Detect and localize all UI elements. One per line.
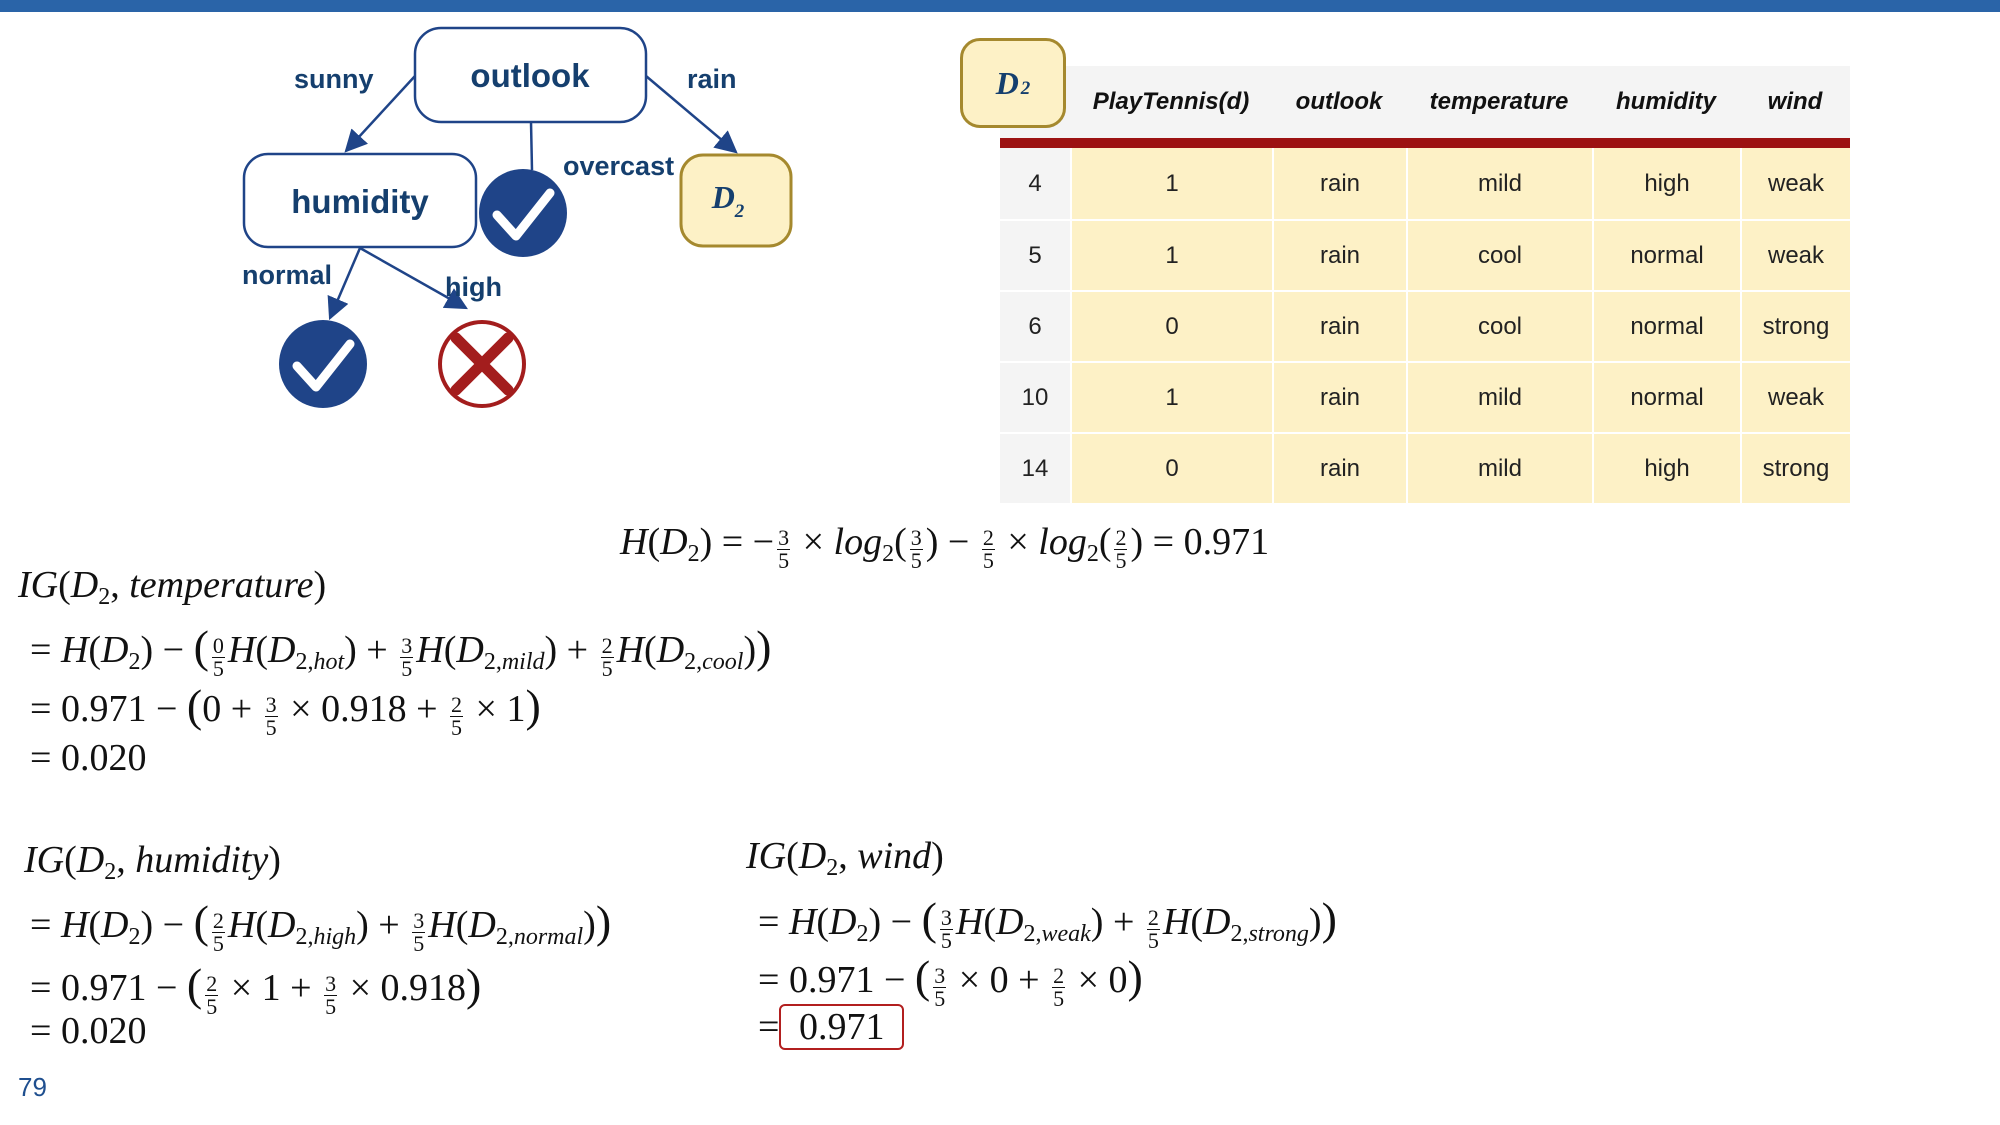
table-cell: strong bbox=[1740, 432, 1850, 503]
node-d2 bbox=[679, 153, 793, 248]
edge-label-overcast: overcast bbox=[563, 151, 674, 181]
table-header-cell: outlook bbox=[1295, 88, 1383, 115]
ig-temperature-title: IG(D2, temperature) bbox=[18, 564, 327, 610]
decision-tree: outlook humidity D2 sunny rain overcast … bbox=[242, 26, 793, 408]
table-cell: 10 bbox=[1000, 361, 1070, 432]
table-cell: 0 bbox=[1070, 432, 1272, 503]
ig-temperature-h: 0.971 bbox=[60, 688, 147, 730]
table-cell: normal bbox=[1592, 361, 1740, 432]
node-outlook bbox=[413, 26, 648, 124]
edge-overcast bbox=[529, 121, 534, 171]
ig-wind-value-boxed: 0.971 bbox=[778, 1004, 905, 1050]
ig-wind-title: IG(D2, wind) bbox=[746, 835, 944, 881]
table-cell: mild bbox=[1406, 432, 1592, 503]
ig-humidity-value: 0.020 bbox=[60, 1010, 147, 1052]
checkmark-icon bbox=[479, 169, 567, 257]
node-d2-label: D2 bbox=[711, 179, 745, 222]
ig-humidity-val: 0.918 bbox=[380, 967, 467, 1009]
table-header-cell: humidity bbox=[1616, 88, 1716, 115]
top-accent-bar bbox=[0, 0, 2000, 12]
table-cell: weak bbox=[1740, 219, 1850, 290]
ig-humidity-title: IG(D2, humidity) bbox=[24, 839, 281, 885]
entropy-result: 0.971 bbox=[1183, 521, 1270, 563]
ig-temperature-val: 0.918 bbox=[321, 688, 407, 730]
table-header-row: PlayTennis(d) outlook temperature humidi… bbox=[1000, 66, 1850, 138]
table-cell: 5 bbox=[1000, 219, 1070, 290]
table-cell: mild bbox=[1406, 361, 1592, 432]
checkmark-icon bbox=[279, 320, 367, 408]
table-cell: cool bbox=[1406, 219, 1592, 290]
table-cell: weak bbox=[1740, 361, 1850, 432]
table-cell: 14 bbox=[1000, 432, 1070, 503]
table-header-rule bbox=[1000, 138, 1850, 148]
node-outlook-label: outlook bbox=[470, 57, 590, 94]
table-cell: weak bbox=[1740, 148, 1850, 219]
edge-sunny bbox=[344, 75, 416, 153]
table-cell: rain bbox=[1272, 361, 1406, 432]
ig-wind-h: 0.971 bbox=[788, 959, 875, 1001]
table-cell: normal bbox=[1592, 290, 1740, 361]
table-row: 10 1 rain mild normal weak bbox=[1000, 361, 1850, 432]
edge-high bbox=[359, 246, 468, 310]
edge-label-normal: normal bbox=[242, 260, 332, 290]
table-cell: rain bbox=[1272, 432, 1406, 503]
table-row: 4 1 rain mild high weak bbox=[1000, 148, 1850, 219]
table-cell: high bbox=[1592, 148, 1740, 219]
table-row: 14 0 rain mild high strong bbox=[1000, 432, 1850, 503]
edge-rain bbox=[645, 75, 738, 154]
table-row: 5 1 rain cool normal weak bbox=[1000, 219, 1850, 290]
edge-normal bbox=[327, 247, 362, 321]
d2-table: PlayTennis(d) outlook temperature humidi… bbox=[1000, 66, 1850, 503]
edge-label-rain: rain bbox=[687, 64, 737, 94]
table-cell: 0 bbox=[1070, 290, 1272, 361]
table-cell: mild bbox=[1406, 148, 1592, 219]
table-cell: 1 bbox=[1070, 148, 1272, 219]
cross-icon bbox=[438, 320, 526, 408]
ig-temperature-result: = 0.020 bbox=[30, 737, 147, 779]
node-humidity-label: humidity bbox=[291, 183, 429, 220]
badge-d: D bbox=[995, 64, 1019, 101]
table-cell: 1 bbox=[1070, 219, 1272, 290]
table-cell: 4 bbox=[1000, 148, 1070, 219]
table-cell: cool bbox=[1406, 290, 1592, 361]
table-cell: rain bbox=[1272, 219, 1406, 290]
table-cell: strong bbox=[1740, 290, 1850, 361]
table-header-cell: wind bbox=[1767, 88, 1823, 115]
table-cell: high bbox=[1592, 432, 1740, 503]
ig-wind-result: = 0.971 bbox=[758, 1004, 905, 1050]
table-cell: 6 bbox=[1000, 290, 1070, 361]
node-humidity bbox=[242, 152, 478, 249]
edge-label-high: high bbox=[445, 272, 502, 302]
table-cell: 1 bbox=[1070, 361, 1272, 432]
table-row: 6 0 rain cool normal strong bbox=[1000, 290, 1850, 361]
page-number: 79 bbox=[18, 1072, 47, 1102]
ig-temperature-value: 0.020 bbox=[60, 737, 147, 779]
badge-sub: 2 bbox=[1020, 78, 1031, 99]
table-cell: rain bbox=[1272, 148, 1406, 219]
table-header-cell: PlayTennis(d) bbox=[1092, 88, 1250, 115]
ig-humidity-h: 0.971 bbox=[60, 967, 147, 1009]
table-cell: normal bbox=[1592, 219, 1740, 290]
table-header-cell: temperature bbox=[1429, 88, 1569, 115]
edge-label-sunny: sunny bbox=[294, 64, 374, 94]
table-cell: rain bbox=[1272, 290, 1406, 361]
ig-humidity-result: = 0.020 bbox=[30, 1010, 147, 1052]
